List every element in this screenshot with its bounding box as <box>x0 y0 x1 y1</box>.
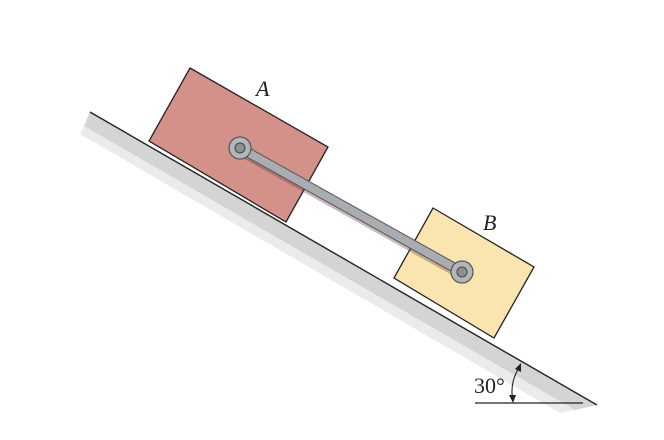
angle-arrow-up-icon <box>515 363 521 372</box>
pin-b <box>450 260 474 284</box>
pin-a <box>228 136 252 160</box>
incline-ground-shading-light <box>80 126 575 413</box>
incline-surface <box>89 111 598 406</box>
connecting-rod <box>235 143 469 281</box>
block-b-label: B <box>483 210 496 235</box>
angle-label: 30° <box>474 373 505 398</box>
block-a-label: A <box>254 76 270 101</box>
incline-ground-shading <box>84 112 597 410</box>
angle-arrow-down-icon <box>509 395 516 403</box>
